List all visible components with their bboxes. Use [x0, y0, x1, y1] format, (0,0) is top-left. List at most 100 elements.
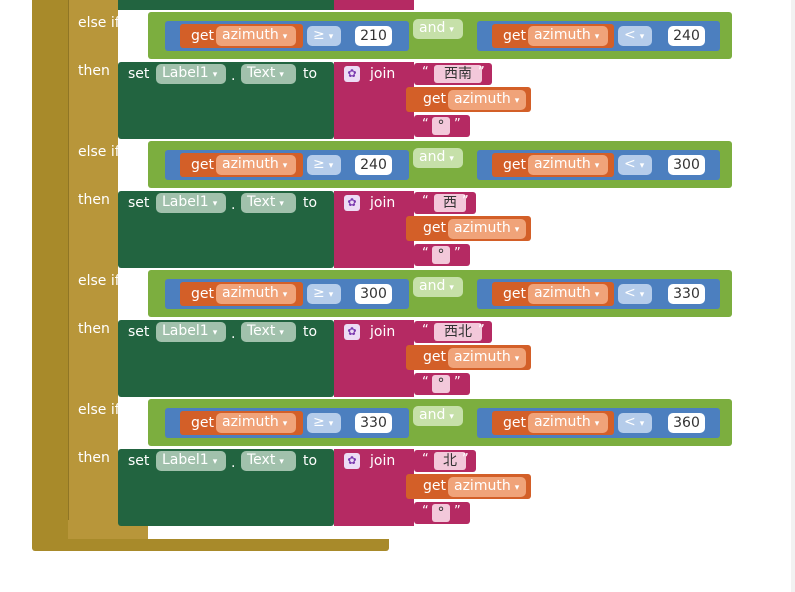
- variable-name: azimuth: [454, 91, 511, 107]
- dropdown-arrow-icon: ▾: [594, 419, 600, 429]
- logic-operator-dropdown[interactable]: and▾: [413, 406, 463, 426]
- variable-name: azimuth: [534, 27, 591, 43]
- variable-dropdown[interactable]: azimuth▾: [528, 155, 608, 175]
- component-dropdown[interactable]: Label1▾: [156, 64, 226, 84]
- if-block-inner-frame: [68, 0, 118, 539]
- else-if-label: else if: [78, 273, 120, 289]
- compare-operator-dropdown[interactable]: ≥▾: [307, 155, 341, 175]
- number-literal[interactable]: 210: [355, 26, 392, 46]
- get-label: get: [503, 415, 526, 431]
- get-label: get: [191, 28, 214, 44]
- set-property-block[interactable]: [118, 62, 334, 139]
- variable-dropdown[interactable]: azimuth▾: [448, 90, 526, 110]
- compare-operator-dropdown[interactable]: <▾: [618, 155, 652, 175]
- component-dropdown[interactable]: Label1▾: [156, 193, 226, 213]
- set-property-block[interactable]: [118, 191, 334, 268]
- to-label: to: [303, 195, 318, 211]
- compare-operator-dropdown[interactable]: <▾: [618, 413, 652, 433]
- number-literal[interactable]: 240: [355, 155, 392, 175]
- set-property-block[interactable]: [118, 449, 334, 526]
- variable-dropdown[interactable]: azimuth▾: [448, 219, 526, 239]
- set-label: set: [128, 195, 150, 211]
- text-value[interactable]: 西北: [434, 323, 482, 341]
- text-value[interactable]: 西: [434, 194, 466, 212]
- get-label: get: [191, 286, 214, 302]
- variable-dropdown[interactable]: azimuth▾: [216, 26, 296, 46]
- get-label: get: [423, 220, 446, 236]
- compare-operator-dropdown[interactable]: ≥▾: [307, 26, 341, 46]
- logic-operator-dropdown[interactable]: and▾: [413, 19, 463, 39]
- property-dropdown[interactable]: Text▾: [241, 451, 296, 471]
- dropdown-arrow-icon: ▾: [594, 161, 600, 171]
- close-quote: ”: [454, 246, 461, 261]
- dropdown-arrow-icon: ▾: [514, 225, 520, 235]
- open-quote: “: [422, 246, 429, 261]
- variable-dropdown[interactable]: azimuth▾: [528, 284, 608, 304]
- set-property-block[interactable]: [118, 320, 334, 397]
- number-literal[interactable]: 300: [355, 284, 392, 304]
- component-dropdown[interactable]: Label1▾: [156, 451, 226, 471]
- number-literal[interactable]: 330: [355, 413, 392, 433]
- variable-dropdown[interactable]: azimuth▾: [216, 413, 296, 433]
- dropdown-arrow-icon: ▾: [212, 457, 218, 467]
- open-quote: “: [422, 452, 429, 467]
- dot-separator: .: [231, 455, 236, 471]
- dropdown-arrow-icon: ▾: [328, 32, 334, 42]
- compare-operator-dropdown[interactable]: ≥▾: [307, 413, 341, 433]
- variable-dropdown[interactable]: azimuth▾: [216, 155, 296, 175]
- variable-name: azimuth: [222, 414, 279, 430]
- else-if-label: else if: [78, 15, 120, 31]
- variable-name: azimuth: [222, 27, 279, 43]
- text-value[interactable]: °: [432, 504, 450, 522]
- compare-operator-dropdown[interactable]: <▾: [618, 284, 652, 304]
- mutator-gear-icon[interactable]: ✿: [344, 66, 360, 82]
- dropdown-arrow-icon: ▾: [449, 25, 454, 35]
- number-literal[interactable]: 360: [668, 413, 705, 433]
- operator-symbol: ≥: [313, 285, 325, 301]
- text-value[interactable]: °: [432, 117, 450, 135]
- mutator-gear-icon[interactable]: ✿: [344, 324, 360, 340]
- number-literal[interactable]: 240: [668, 26, 705, 46]
- text-value[interactable]: °: [432, 375, 450, 393]
- compare-operator-dropdown[interactable]: ≥▾: [307, 284, 341, 304]
- dropdown-arrow-icon: ▾: [282, 419, 288, 429]
- variable-name: azimuth: [222, 156, 279, 172]
- variable-dropdown[interactable]: azimuth▾: [448, 348, 526, 368]
- number-literal[interactable]: 330: [668, 284, 705, 304]
- dropdown-arrow-icon: ▾: [514, 483, 520, 493]
- mutator-gear-icon[interactable]: ✿: [344, 195, 360, 211]
- variable-name: azimuth: [454, 478, 511, 494]
- close-quote: ”: [454, 375, 461, 390]
- logic-operator-label: and: [419, 149, 446, 165]
- dropdown-arrow-icon: ▾: [594, 32, 600, 42]
- if-block-bottom-bar: [32, 539, 389, 551]
- property-dropdown[interactable]: Text▾: [241, 193, 296, 213]
- compare-operator-dropdown[interactable]: <▾: [618, 26, 652, 46]
- variable-dropdown[interactable]: azimuth▾: [528, 413, 608, 433]
- dropdown-arrow-icon: ▾: [212, 70, 218, 80]
- workspace-scrollbar[interactable]: [791, 0, 795, 592]
- property-dropdown[interactable]: Text▾: [241, 64, 296, 84]
- text-value[interactable]: 西南: [434, 65, 482, 83]
- mutator-gear-icon[interactable]: ✿: [344, 453, 360, 469]
- join-label: join: [370, 66, 396, 82]
- get-label: get: [423, 478, 446, 494]
- component-dropdown[interactable]: Label1▾: [156, 322, 226, 342]
- variable-dropdown[interactable]: azimuth▾: [528, 26, 608, 46]
- variable-dropdown[interactable]: azimuth▾: [448, 477, 526, 497]
- variable-dropdown[interactable]: azimuth▾: [216, 284, 296, 304]
- logic-operator-dropdown[interactable]: and▾: [413, 277, 463, 297]
- variable-name: azimuth: [534, 156, 591, 172]
- text-value[interactable]: 北: [434, 452, 466, 470]
- logic-operator-dropdown[interactable]: and▾: [413, 148, 463, 168]
- dropdown-arrow-icon: ▾: [328, 290, 334, 300]
- number-literal[interactable]: 300: [668, 155, 705, 175]
- get-label: get: [503, 286, 526, 302]
- dropdown-arrow-icon: ▾: [639, 161, 645, 171]
- text-value[interactable]: °: [432, 246, 450, 264]
- property-name: Text: [247, 323, 276, 339]
- dropdown-arrow-icon: ▾: [639, 419, 645, 429]
- property-dropdown[interactable]: Text▾: [241, 322, 296, 342]
- if-block-frame[interactable]: [32, 0, 68, 551]
- dot-separator: .: [231, 68, 236, 84]
